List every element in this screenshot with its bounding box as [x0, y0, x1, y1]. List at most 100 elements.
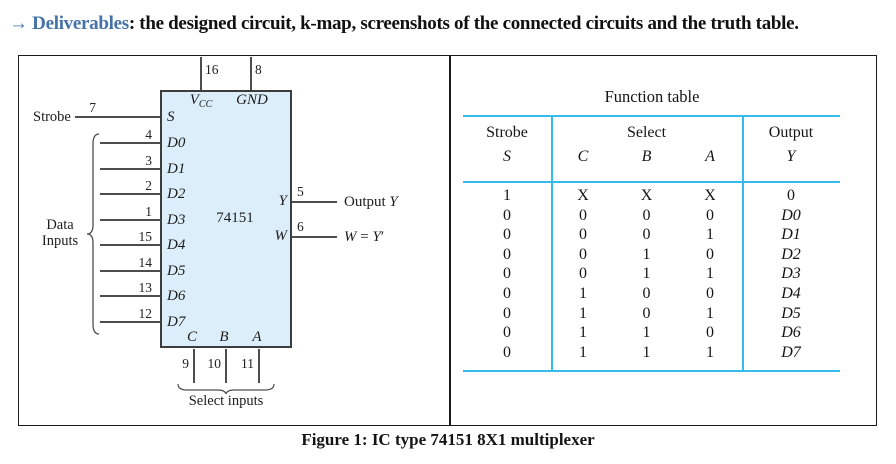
pin-line-c — [193, 349, 195, 383]
pin-number-12: 12 — [138, 306, 153, 321]
pin-line-vcc — [200, 57, 202, 90]
table-cell: 1 — [579, 324, 587, 341]
table-cell: 0 — [706, 207, 714, 224]
table-row: 0 0 1 1 D3 — [463, 265, 840, 285]
output-w-label: W = Y′ — [344, 229, 384, 245]
pin-number-10: 10 — [207, 356, 222, 371]
table-cell: 0 — [503, 246, 511, 263]
table-rule-top — [463, 115, 840, 117]
table-cell: 0 — [503, 324, 511, 341]
table-cell: 0 — [503, 265, 511, 282]
output-y-label: Output Y — [344, 194, 398, 210]
deliverables-text: : the designed circuit, k-map, screensho… — [128, 13, 799, 34]
table-cell: 1 — [706, 265, 714, 282]
table-letter-header-row: S C B A Y — [463, 148, 840, 168]
table-cell: 0 — [642, 226, 651, 243]
pin-number-2: 2 — [145, 178, 152, 193]
ic-label-gnd: GND — [236, 92, 268, 108]
vcc-v: V — [189, 92, 199, 108]
ic-label-s: S — [167, 109, 175, 125]
table-header-b: B — [641, 148, 652, 165]
pin-line-d2 — [100, 193, 160, 195]
table-cell: X — [704, 187, 716, 204]
pin-line-d1 — [100, 168, 160, 170]
table-cell: 1 — [706, 344, 714, 361]
data-inputs-label-line1: Data — [46, 217, 74, 233]
table-cell: D3 — [781, 265, 801, 282]
table-cell: 0 — [503, 226, 511, 243]
figure-frame-divider — [449, 55, 451, 426]
table-row: 0 1 1 1 D7 — [463, 344, 840, 364]
table-cell: 0 — [642, 285, 651, 302]
pin-number-7: 7 — [89, 100, 96, 115]
table-cell: 1 — [706, 305, 714, 322]
table-cell: 0 — [579, 226, 587, 243]
output-w-equals: = — [356, 229, 373, 245]
ic-74151-body — [160, 90, 292, 348]
ic-label-vcc: VCC — [176, 92, 226, 113]
pin-line-d4 — [100, 244, 160, 246]
pin-number-15: 15 — [138, 229, 153, 244]
table-cell: 0 — [642, 207, 651, 224]
output-y-text: Output — [344, 194, 390, 210]
function-table-title: Function table — [604, 87, 700, 106]
table-cell: 1 — [579, 285, 587, 302]
table-cell: 1 — [579, 344, 587, 361]
table-cell: 1 — [642, 246, 651, 263]
table-cell: 0 — [706, 324, 714, 341]
ic-label-d4: D4 — [167, 237, 186, 253]
table-header-s: S — [503, 148, 511, 165]
ic-label-a: A — [252, 329, 262, 345]
pin-line-d7 — [100, 321, 160, 323]
data-inputs-label: Data Inputs — [34, 217, 86, 249]
table-cell: 1 — [503, 187, 511, 204]
deliverables-arrow: → — [9, 13, 33, 34]
table-header-a: A — [705, 148, 715, 165]
deliverables-header: → Deliverables: the designed circuit, k-… — [9, 13, 889, 35]
table-cell: X — [577, 187, 589, 204]
table-cell: 1 — [642, 344, 651, 361]
figure-caption: Figure 1: IC type 74151 8X1 multiplexer — [301, 430, 595, 449]
table-cell: 1 — [642, 324, 651, 341]
ic-label-d2: D2 — [167, 186, 186, 202]
table-cell: 0 — [503, 285, 511, 302]
table-cell: D7 — [781, 344, 801, 361]
pin-number-6: 6 — [297, 219, 304, 234]
table-header-select: Select — [626, 124, 667, 141]
table-cell: X — [640, 187, 653, 204]
table-header-output: Output — [768, 124, 814, 141]
table-cell: 0 — [503, 305, 511, 322]
ic-label-b: B — [219, 329, 229, 345]
table-row: 1 X X X 0 — [463, 187, 840, 207]
table-cell: D2 — [781, 246, 801, 263]
output-w-prime: ′ — [380, 229, 385, 245]
deliverables-title: Deliverables — [32, 13, 129, 34]
select-inputs-brace — [177, 384, 275, 394]
pin-line-w — [292, 236, 337, 238]
ic-label-y: Y — [278, 193, 287, 209]
pin-number-9: 9 — [182, 356, 189, 371]
table-cell: 0 — [503, 344, 511, 361]
table-cell: 0 — [579, 246, 587, 263]
pin-number-4: 4 — [145, 127, 152, 142]
pin-number-16: 16 — [205, 62, 219, 77]
strobe-label: Strobe — [33, 109, 71, 125]
table-cell: 1 — [642, 265, 651, 282]
pin-number-11: 11 — [241, 356, 254, 371]
table-cell: 0 — [642, 305, 651, 322]
table-cell: 0 — [579, 265, 587, 282]
table-cell: D4 — [781, 285, 801, 302]
table-cell: D1 — [781, 226, 801, 243]
table-header-c: C — [577, 148, 589, 165]
table-group-header-row: Strobe Select Output — [463, 124, 840, 144]
table-cell: 0 — [787, 187, 795, 204]
table-cell: 0 — [579, 207, 587, 224]
table-cell: 1 — [579, 305, 587, 322]
pin-line-b — [225, 349, 227, 383]
ic-label-d5: D5 — [167, 263, 186, 279]
table-cell: D6 — [781, 324, 801, 341]
